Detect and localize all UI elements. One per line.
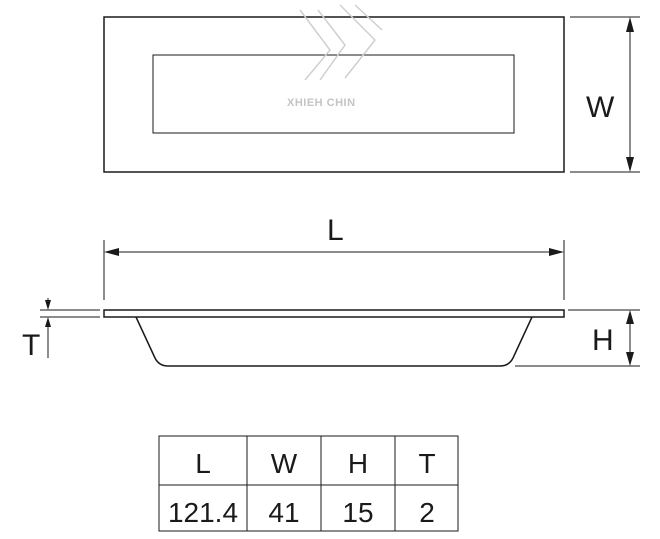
length-label: L (327, 214, 344, 247)
width-dimension: W (570, 16, 640, 173)
top-view (103, 16, 565, 173)
spec-header-w: W (271, 448, 298, 479)
width-arrow-top (626, 17, 634, 32)
spec-value-l: 121.4 (168, 497, 238, 528)
length-arrow-right (549, 248, 564, 256)
thickness-arrow-top (45, 300, 51, 310)
width-arrow-bottom (626, 157, 634, 172)
watermark-logo-mark (299, 4, 383, 81)
side-view (103, 309, 565, 367)
thickness-arrow-bottom (45, 317, 51, 327)
height-arrow-top (626, 310, 634, 324)
side-view-flange (103, 309, 565, 318)
spec-header-h: H (348, 448, 368, 479)
spec-value-h: 15 (342, 497, 373, 528)
length-dimension: L (103, 214, 565, 300)
watermark-text: XHIEH CHIN (287, 97, 356, 109)
length-arrow-left (104, 248, 119, 256)
spec-table-border (158, 435, 459, 532)
thickness-dimension: T (22, 298, 100, 362)
side-view-body (135, 316, 533, 367)
spec-value-t: 2 (419, 497, 435, 528)
watermark-logo: XHIEH CHIN (287, 4, 383, 109)
top-view-outer-outline (103, 16, 565, 173)
height-label: H (592, 324, 614, 357)
height-dimension: H (515, 309, 640, 367)
thickness-label: T (22, 329, 40, 362)
spec-table: L W H T 121.4 41 15 2 (158, 435, 459, 532)
spec-value-w: 41 (268, 497, 299, 528)
spec-header-t: T (418, 448, 435, 479)
top-view-inner-recess (152, 54, 515, 134)
width-label: W (586, 91, 615, 124)
spec-header-l: L (195, 448, 211, 479)
height-arrow-bottom (626, 352, 634, 366)
